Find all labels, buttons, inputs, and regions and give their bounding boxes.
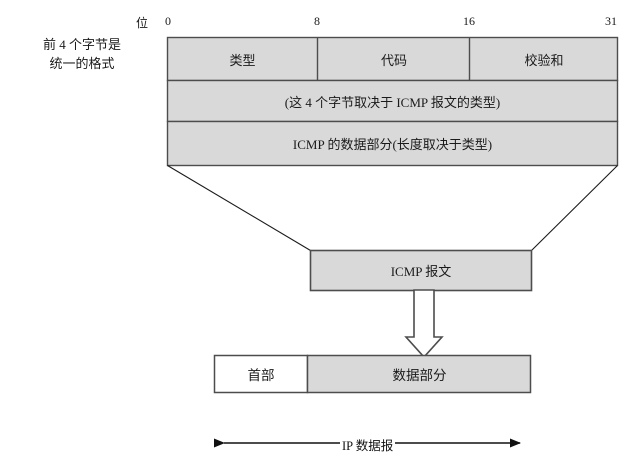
row-label-type-dependent: (这 4 个字节取决于 ICMP 报文的类型) bbox=[284, 94, 501, 110]
funnel-connector bbox=[167, 165, 618, 251]
field-label-checksum: 校验和 bbox=[524, 52, 564, 68]
row-label-icmp-data: ICMP 的数据部分(长度取决于类型) bbox=[292, 137, 493, 152]
bit-axis-unit-label: 位 bbox=[136, 16, 149, 30]
bit-tick-31: 31 bbox=[605, 14, 617, 28]
icmp-header-table bbox=[166, 36, 619, 167]
bit-tick-16: 16 bbox=[463, 14, 475, 28]
header-format-note: 前 4 个字节是 统一的格式 bbox=[22, 36, 142, 74]
encapsulation-arrow-icon bbox=[404, 289, 444, 359]
segment-label-data: 数据部分 bbox=[392, 368, 447, 383]
header-format-note-line2: 统一的格式 bbox=[49, 55, 115, 71]
icmp-message-label: ICMP 报文 bbox=[390, 264, 452, 279]
ip-datagram-span-label: IP 数据报 bbox=[340, 435, 396, 454]
field-label-type: 类型 bbox=[229, 52, 256, 68]
field-label-code: 代码 bbox=[380, 52, 407, 68]
icmp-message-box bbox=[309, 249, 533, 292]
bit-tick-0: 0 bbox=[165, 14, 171, 28]
segment-label-header: 首部 bbox=[247, 368, 275, 383]
bit-tick-8: 8 bbox=[314, 14, 320, 28]
header-format-note-line1: 前 4 个字节是 bbox=[42, 37, 121, 52]
ip-datagram-row bbox=[213, 354, 532, 394]
